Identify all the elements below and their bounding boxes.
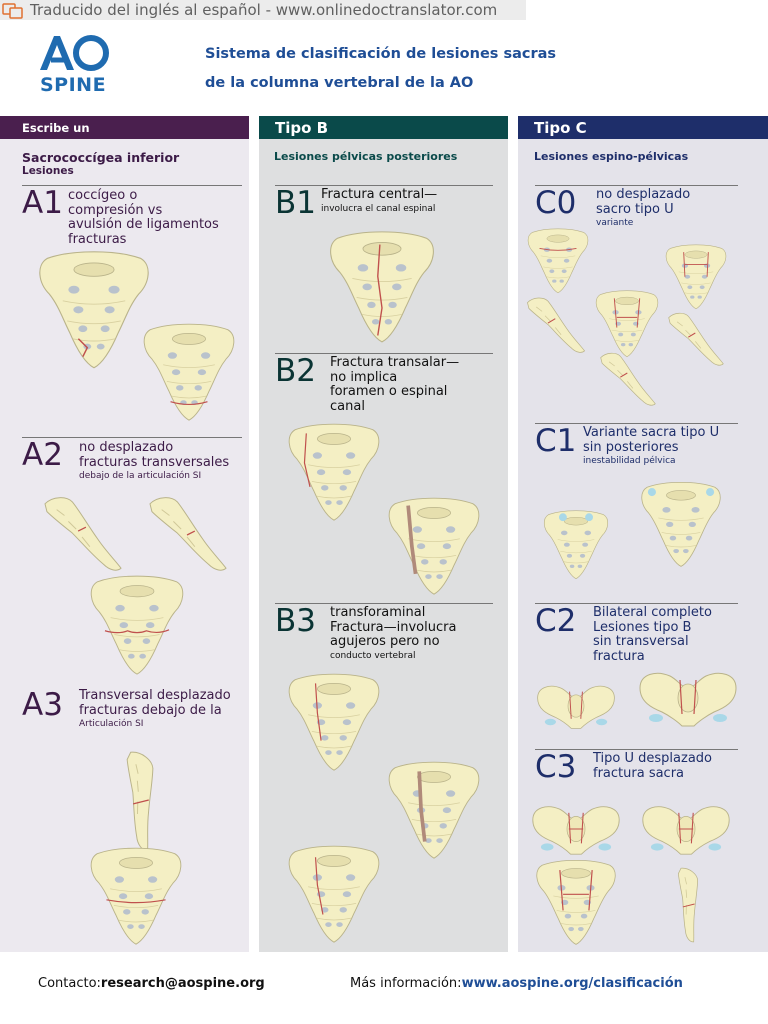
text-a3: Transversal desplazado fracturas debajo … [79, 688, 231, 729]
entry-b2: B2 Fractura transalar— no implica forame… [275, 353, 493, 415]
ao-logo-mark [40, 35, 109, 71]
pelvis-illustration [641, 481, 721, 567]
pelvis-illustration [532, 806, 620, 855]
text-a2: no desplazado fracturas transversales de… [79, 440, 230, 481]
logo-spine-text: SPINE [40, 74, 107, 96]
column-type-c: Tipo C Lesiones espino-pélvicas C0 no de… [518, 116, 768, 952]
sacrum-side-illustration [648, 864, 729, 944]
text-c1: Variante sacra tipo U sin posteriores in… [583, 425, 720, 466]
text-b2: Fractura transalar— no implica foramen o… [330, 355, 460, 414]
entry-c3: C3 Tipo U desplazado fractura sacra [535, 749, 738, 793]
column-type-b: Tipo B Lesiones pélvicas posteriores B1 … [259, 116, 508, 952]
info-link[interactable]: www.aospine.org/clasificación [461, 976, 683, 991]
pelvis-illustration [537, 685, 615, 729]
sacrum-illustration [288, 423, 380, 521]
contact-email[interactable]: research@aospine.org [100, 976, 265, 991]
code-a3: A3 [22, 687, 63, 723]
code-c1: C1 [535, 423, 577, 459]
translate-icon [2, 3, 23, 19]
code-c2: C2 [535, 603, 577, 639]
footer-contact: Contacto:research@aospine.org [38, 976, 265, 991]
code-a2: A2 [22, 437, 63, 473]
sacrum-illustration [527, 228, 589, 294]
entry-a3: A3 Transversal desplazado fracturas deba… [22, 687, 242, 737]
column-b-header: Tipo B [259, 116, 508, 139]
title-line-2: de la columna vertebral de la AO [205, 75, 474, 91]
text-a1: coccígeo o compresión vs avulsión de lig… [68, 188, 219, 247]
sacrum-illustration [595, 290, 659, 358]
code-b2: B2 [275, 353, 316, 389]
sacrum-side-illustration [527, 297, 585, 353]
column-type-a: Escribe un Sacrococcígea inferior Lesion… [0, 116, 249, 952]
entry-c0: C0 no desplazado sacro tipo U variante [535, 185, 738, 233]
page-title: Sistema de clasificación de lesiones sac… [205, 40, 556, 98]
code-b1: B1 [275, 185, 316, 221]
pelvis-illustration [642, 806, 730, 855]
banner-text: Traducido del inglés al español - www.on… [30, 1, 498, 19]
text-b3: transforaminal Fractura—involucra agujer… [330, 605, 457, 661]
entry-c2: C2 Bilateral completo Lesiones tipo B si… [535, 603, 738, 663]
sacrum-illustration [90, 575, 184, 675]
column-a-header: Escribe un [0, 116, 249, 139]
sacrum-illustration [39, 251, 149, 369]
sacrum-illustration [536, 859, 616, 945]
column-a-subtitle: Sacrococcígea inferior [22, 150, 180, 165]
sacrum-illustration [90, 847, 182, 945]
code-b3: B3 [275, 603, 316, 639]
column-c-header: Tipo C [518, 116, 768, 139]
sacrum-illustration [288, 845, 380, 943]
sacrum-illustration [388, 761, 480, 859]
column-c-subtitle: Lesiones espino-pélvicas [534, 150, 689, 163]
sacrum-illustration [665, 244, 727, 310]
code-c3: C3 [535, 749, 577, 785]
entry-c1: C1 Variante sacra tipo U sin posteriores… [535, 423, 738, 473]
footer-info: Más información:www.aospine.org/clasific… [350, 976, 683, 991]
sacrum-illustration [288, 673, 380, 771]
sacrum-illustration [330, 231, 434, 343]
sacrum-side-illustration [600, 352, 656, 406]
text-c3: Tipo U desplazado fractura sacra [593, 751, 712, 781]
sacrum-side-illustration [668, 312, 724, 366]
column-a-subtitle-2: Lesiones [22, 165, 74, 177]
sacrum-side-illustration [87, 747, 194, 853]
translation-banner: Traducido del inglés al español - www.on… [0, 0, 526, 20]
sacrum-side-illustration [149, 497, 227, 571]
pelvis-illustration [639, 672, 737, 727]
column-b-subtitle: Lesiones pélvicas posteriores [274, 150, 458, 163]
code-a1: A1 [22, 185, 63, 221]
entry-a2: A2 no desplazado fracturas transversales… [22, 437, 242, 487]
text-c2: Bilateral completo Lesiones tipo B sin t… [593, 605, 712, 664]
sacrum-illustration [388, 497, 480, 595]
sacrum-illustration [143, 323, 235, 421]
ao-spine-logo: SPINE [38, 34, 118, 96]
entry-a1: A1 coccígeo o compresión vs avulsión de … [22, 185, 242, 247]
title-line-1: Sistema de clasificación de lesiones sac… [205, 46, 557, 62]
lumbar-spine-illustration [543, 510, 609, 580]
text-b1: Fractura central— involucra el canal esp… [321, 187, 438, 214]
text-c0: no desplazado sacro tipo U variante [596, 187, 691, 228]
sacrum-side-illustration [44, 497, 122, 571]
entry-b1: B1 Fractura central— involucra el canal … [275, 185, 493, 225]
code-c0: C0 [535, 185, 577, 221]
entry-b3: B3 transforaminal Fractura—involucra agu… [275, 603, 493, 663]
